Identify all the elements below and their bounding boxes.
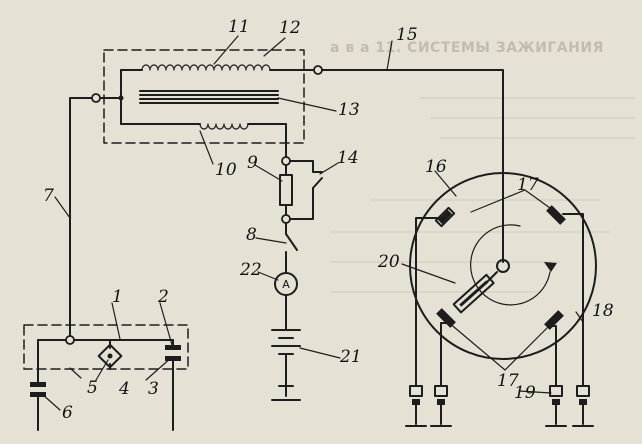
switch-unit-input-terminal [65, 335, 75, 345]
background-text: а в а 11. СИСТЕМЫ ЗАЖИГАНИЯ [330, 40, 635, 293]
ballast-resistor [279, 174, 293, 206]
left-pickup [30, 339, 46, 431]
label-22: 22 [239, 260, 262, 280]
label-5: 5 [87, 378, 98, 398]
label-16: 16 [425, 157, 447, 177]
resistor-top-terminal [281, 156, 291, 166]
spark-plug-3 [545, 385, 567, 427]
contact-breaker [165, 339, 181, 431]
battery [271, 294, 301, 401]
label-19: 19 [514, 383, 536, 403]
label-17-bottom: 17 [497, 371, 519, 391]
electrode-segments [434, 205, 566, 330]
label-2: 2 [157, 287, 169, 307]
label-12: 12 [279, 18, 301, 38]
ignition-coil [99, 49, 315, 158]
resistor-bottom-terminal [281, 214, 291, 224]
coil-low-voltage-terminal [91, 93, 101, 103]
label-18: 18 [592, 301, 614, 321]
label-14: 14 [337, 148, 359, 168]
background-heading: а в а 11. СИСТЕМЫ ЗАЖИГАНИЯ [330, 40, 604, 56]
coil-housing [103, 49, 305, 144]
coil-high-voltage-terminal [313, 65, 323, 75]
label-20: 20 [377, 252, 400, 272]
semiconductor-element [97, 339, 123, 370]
callout-labels: 11 12 13 15 10 9 14 8 22 21 7 1 2 4 3 5 … [43, 17, 614, 423]
label-1: 1 [112, 287, 123, 307]
label-3: 3 [148, 379, 159, 399]
leader-lines [41, 35, 584, 411]
starter-bypass-contact [289, 160, 323, 220]
low-voltage-wire [69, 97, 93, 341]
distributor-disc [409, 172, 597, 360]
label-21: 21 [339, 347, 362, 367]
coil-core [139, 90, 279, 104]
spark-plug-4 [572, 385, 594, 427]
primary-winding [120, 123, 287, 158]
label-15: 15 [396, 25, 418, 45]
spark-plug-2 [430, 385, 452, 427]
label-6: 6 [62, 403, 73, 423]
spark-plug-1 [405, 385, 427, 427]
ignition-switch [285, 233, 298, 251]
label-9: 9 [247, 153, 258, 173]
label-13: 13 [338, 100, 360, 120]
label-7: 7 [43, 186, 54, 206]
label-10: 10 [215, 160, 237, 180]
secondary-winding [120, 64, 315, 71]
rotation-arrow [470, 224, 551, 306]
high-voltage-lead [321, 69, 504, 263]
label-8: 8 [246, 225, 257, 245]
spark-plugs [405, 385, 594, 427]
ammeter-symbol: A [282, 278, 290, 291]
label-11: 11 [228, 17, 250, 37]
label-4: 4 [118, 379, 130, 399]
spark-plug-leads [415, 213, 584, 387]
switch-unit-housing [23, 324, 189, 370]
rotor-hub [496, 259, 510, 273]
label-17-top: 17 [517, 175, 539, 195]
